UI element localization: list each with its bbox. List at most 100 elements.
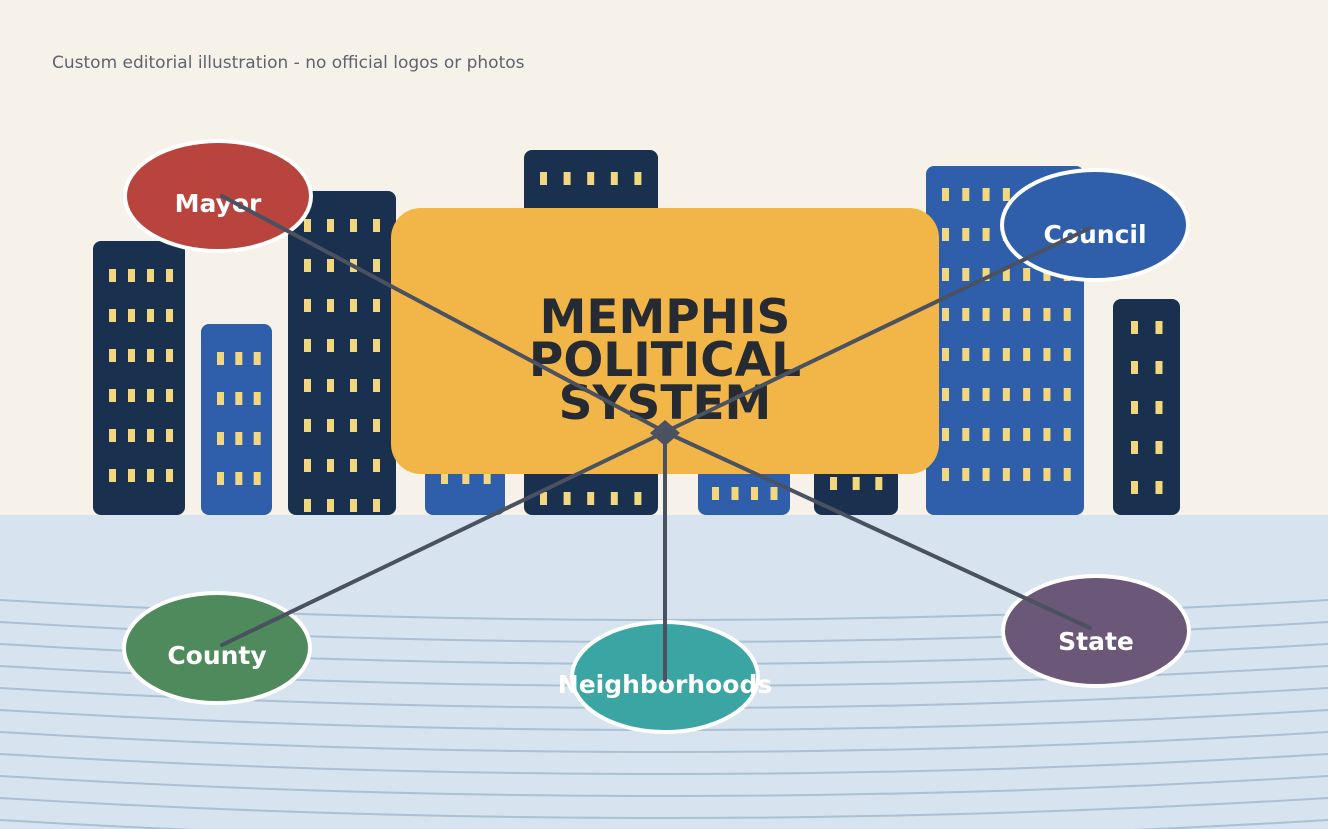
building-window	[327, 299, 334, 312]
building-window	[942, 228, 949, 241]
connector-mayor	[220, 194, 667, 434]
building-window	[1043, 348, 1051, 361]
building-window	[1063, 308, 1071, 321]
building-window	[304, 499, 311, 512]
building-window	[1023, 388, 1031, 401]
building-window	[128, 469, 135, 482]
building-window	[1131, 321, 1138, 334]
building-window	[128, 309, 135, 322]
building-window	[128, 349, 135, 362]
building-window	[1063, 348, 1071, 361]
building-window	[147, 389, 154, 402]
state-label: State	[1058, 627, 1134, 656]
building-window	[253, 432, 261, 445]
building-window	[962, 348, 970, 361]
building-window	[962, 308, 970, 321]
building-window	[327, 419, 334, 432]
building-window	[852, 477, 860, 490]
building-window	[1063, 388, 1071, 401]
building-window	[712, 487, 719, 500]
building-window	[217, 472, 224, 485]
building-window	[304, 459, 311, 472]
building-window	[350, 419, 357, 432]
building-window	[942, 468, 949, 481]
building-window	[942, 188, 949, 201]
building	[288, 191, 396, 515]
building	[201, 324, 272, 515]
building-window	[1023, 348, 1031, 361]
building-window	[373, 339, 380, 352]
building-window	[1023, 428, 1031, 441]
council-node	[1000, 168, 1190, 282]
title-line-1: MEMPHIS	[540, 290, 791, 345]
building-window	[634, 172, 642, 185]
building-window	[875, 477, 883, 490]
connector-county	[220, 430, 667, 647]
building-window	[942, 308, 949, 321]
building-window	[962, 228, 970, 241]
building-window	[373, 419, 380, 432]
building-window	[982, 348, 990, 361]
building-window	[147, 349, 154, 362]
state-node	[1001, 574, 1191, 688]
building-window	[1155, 441, 1163, 454]
building-window	[1002, 268, 1010, 281]
building-window	[109, 389, 116, 402]
building-window	[962, 188, 970, 201]
building-window	[483, 471, 491, 484]
building-window	[166, 349, 173, 362]
building-window	[441, 471, 448, 484]
building-window	[1043, 388, 1051, 401]
building-window	[217, 432, 224, 445]
building-window	[1131, 361, 1138, 374]
building-window	[166, 269, 173, 282]
building-window	[373, 259, 380, 272]
building-window	[1131, 401, 1138, 414]
building-window	[1002, 428, 1010, 441]
building-window	[770, 487, 778, 500]
building-window	[982, 188, 990, 201]
building-window	[147, 309, 154, 322]
building-window	[304, 299, 311, 312]
ground-wave-line	[0, 753, 1328, 775]
building-window	[253, 472, 261, 485]
building-window	[327, 379, 334, 392]
building-window	[1043, 468, 1051, 481]
building-window	[982, 308, 990, 321]
mayor-node	[123, 139, 313, 253]
building-window	[1155, 361, 1163, 374]
building-window	[1043, 268, 1051, 281]
building-window	[166, 469, 173, 482]
building-window	[304, 259, 311, 272]
building-window	[147, 469, 154, 482]
building-window	[350, 499, 357, 512]
building-window	[731, 487, 739, 500]
caption-text: Custom editorial illustration - no offic…	[52, 53, 525, 73]
building-window	[327, 499, 334, 512]
building-window	[540, 492, 547, 505]
building-window	[942, 428, 949, 441]
title-box	[391, 208, 939, 474]
building-window	[304, 219, 311, 232]
building-window	[109, 429, 116, 442]
building-window	[166, 429, 173, 442]
building-window	[1155, 401, 1163, 414]
mayor-label: Mayor	[175, 189, 262, 218]
building-window	[235, 352, 243, 365]
building-window	[253, 392, 261, 405]
building-window	[128, 389, 135, 402]
building-window	[217, 392, 224, 405]
building-window	[610, 172, 618, 185]
building-window	[128, 269, 135, 282]
building-window	[540, 172, 547, 185]
building-window	[1002, 468, 1010, 481]
building-window	[235, 392, 243, 405]
connector-council	[663, 226, 1092, 434]
building-window	[147, 269, 154, 282]
building-window	[109, 349, 116, 362]
building-window	[166, 389, 173, 402]
building-window	[350, 379, 357, 392]
building-window	[128, 429, 135, 442]
